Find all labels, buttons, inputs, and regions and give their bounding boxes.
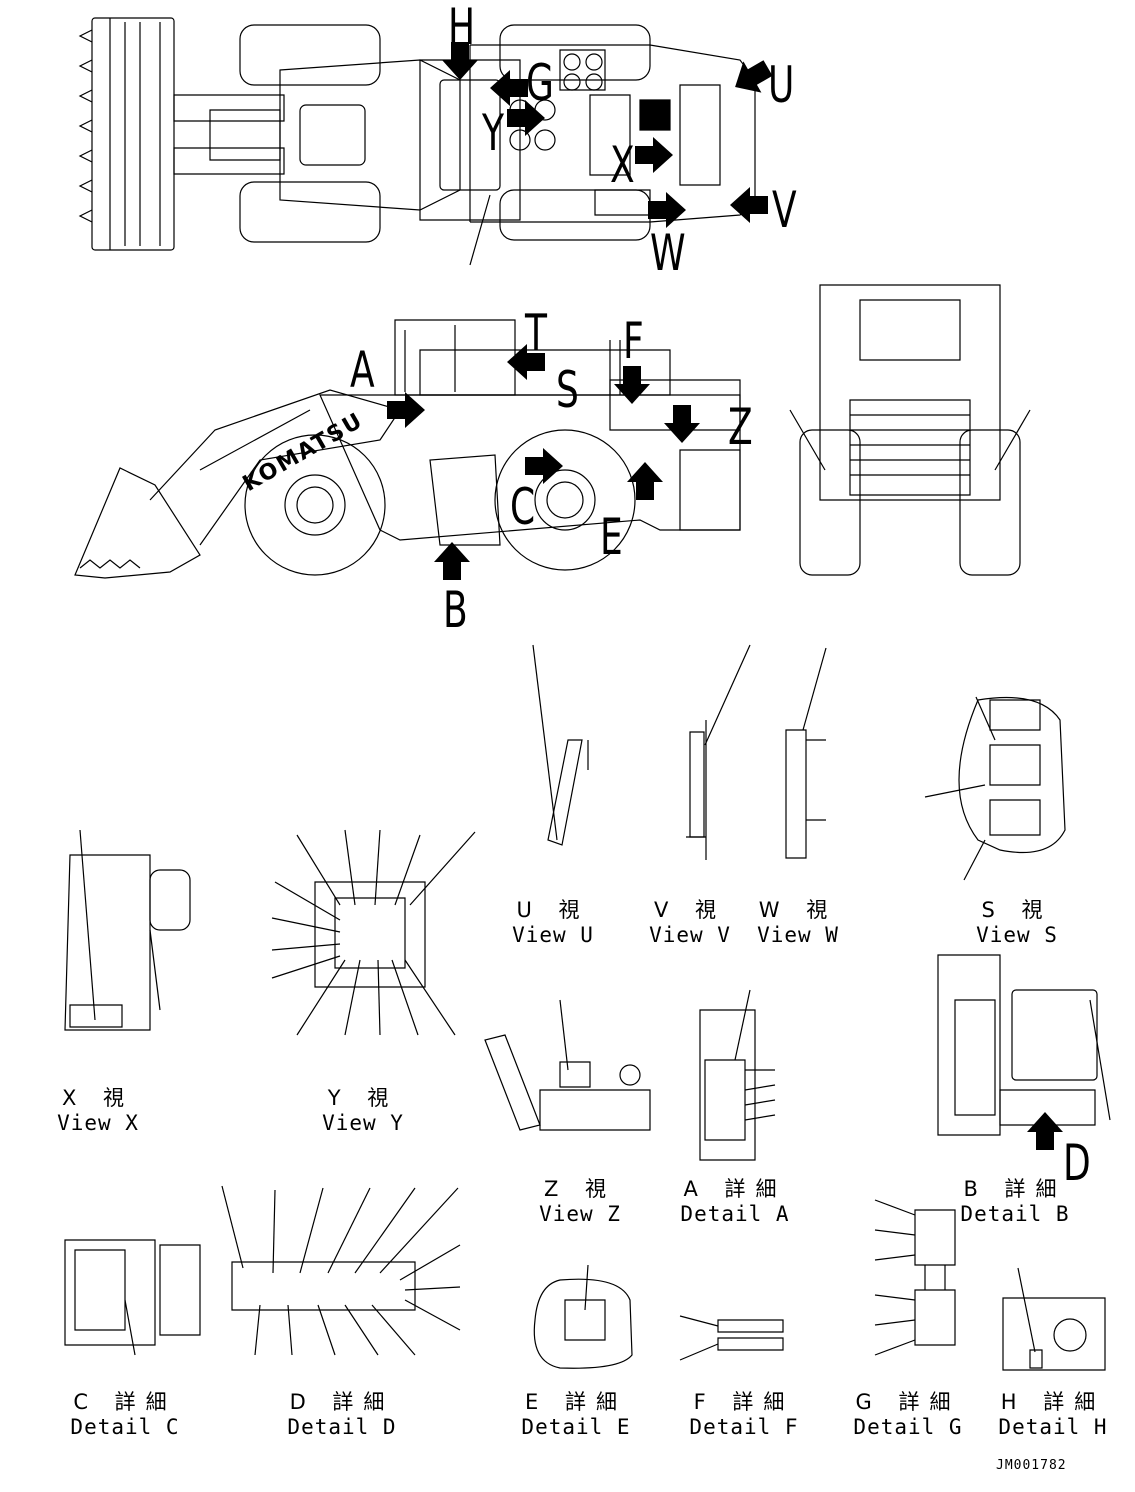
view-v-drawing [686, 645, 750, 860]
callout-s: S [556, 361, 579, 419]
detail-h-drawing [1003, 1268, 1105, 1370]
callout-g: G [526, 54, 554, 112]
callout-b: B [443, 581, 468, 639]
view-w-drawing [786, 648, 826, 858]
callout-c: C [510, 478, 536, 536]
callout-e: E [600, 508, 623, 566]
callout-z: Z [728, 398, 753, 456]
callout-x: X [610, 136, 635, 194]
view-y-drawing [272, 830, 475, 1035]
detail-f-drawing [680, 1316, 783, 1360]
detail-d-drawing [222, 1186, 460, 1355]
callout-t: T [525, 304, 547, 362]
view-x-drawing [65, 830, 190, 1030]
detail-c-drawing [65, 1240, 200, 1355]
rear-view-machine [790, 285, 1030, 575]
callout-f: F [623, 312, 644, 370]
drawing-id: JM001782 [996, 1458, 1067, 1473]
detail-a-drawing [700, 990, 775, 1160]
callout-v: V [772, 181, 797, 239]
callout-a: A [350, 341, 375, 399]
callout-w: W [650, 224, 686, 282]
view-z-drawing [485, 1000, 650, 1130]
callout-y: Y [482, 104, 504, 162]
detail-g-drawing [875, 1200, 955, 1355]
view-s-drawing [925, 697, 1065, 880]
callout-d: D [1063, 1134, 1091, 1192]
top-view-machine [80, 18, 755, 265]
detail-e-drawing [534, 1265, 632, 1368]
callout-u: U [768, 56, 795, 114]
view-u-drawing [533, 645, 588, 845]
callout-h: H [448, 0, 476, 56]
detail-b-drawing [938, 955, 1110, 1135]
callout-arrows [387, 42, 1063, 1150]
